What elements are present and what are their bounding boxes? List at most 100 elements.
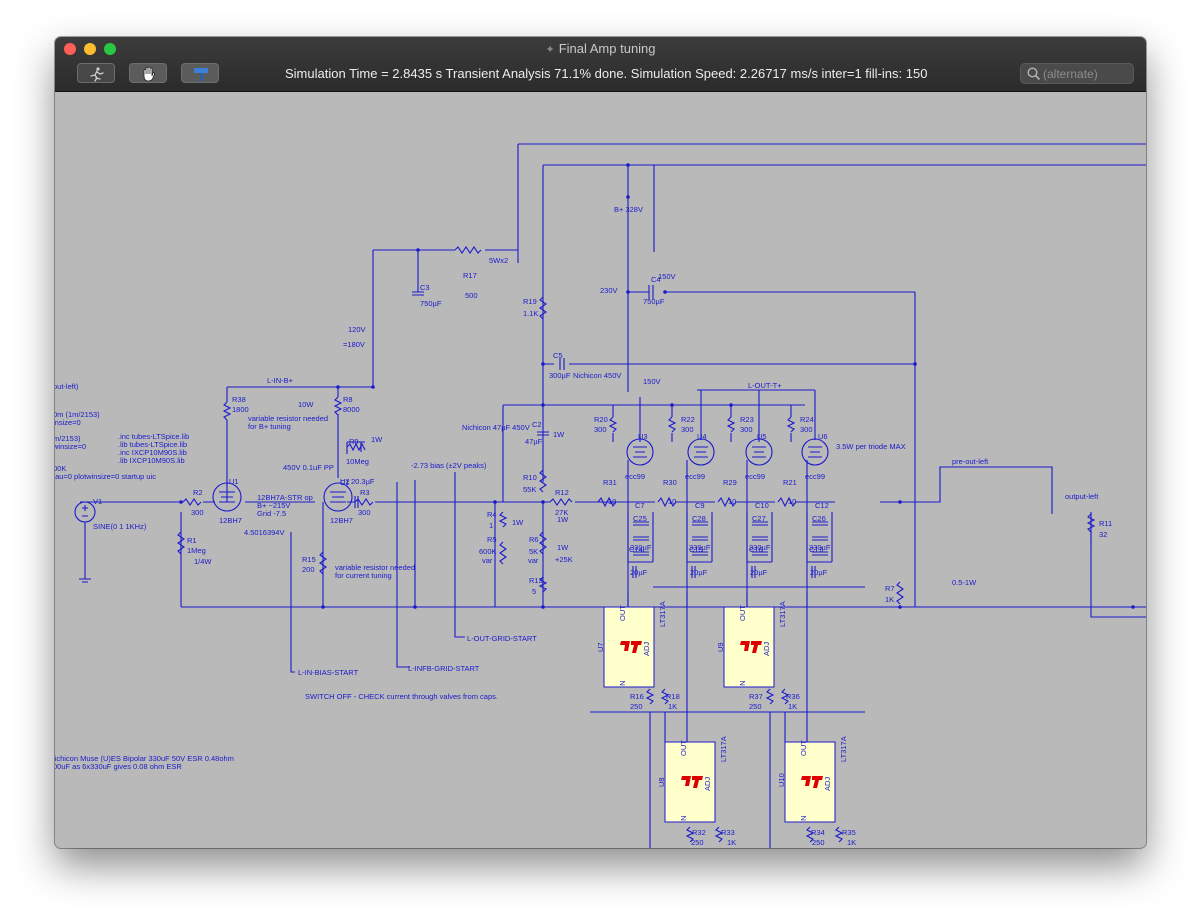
svg-text:450V 0.1uF PP: 450V 0.1uF PP	[283, 463, 334, 472]
svg-text:1Meg: 1Meg	[187, 546, 206, 555]
svg-text:250: 250	[812, 838, 825, 847]
probe-tool-button[interactable]	[181, 63, 219, 83]
svg-text:R13: R13	[529, 576, 543, 585]
tube-u3	[626, 438, 654, 466]
svg-text:U1: U1	[229, 477, 239, 486]
svg-text:lichicon Muse (U)ES Bipolar 33: lichicon Muse (U)ES Bipolar 330uF 50V ES…	[55, 754, 234, 763]
svg-text:LT317A: LT317A	[658, 601, 667, 627]
svg-text:5K: 5K	[529, 547, 538, 556]
svg-text:R1: R1	[187, 536, 197, 545]
schematic-canvas[interactable]: out-left) 0m (1m/2153) insize=0 m/2153) …	[55, 92, 1146, 848]
svg-text:ecc99: ecc99	[745, 472, 765, 481]
svg-text:ADJ: ADJ	[642, 642, 651, 656]
svg-text:L-OUT-T+: L-OUT-T+	[748, 381, 782, 390]
linear-tech-logo-icon	[620, 641, 823, 788]
resistor-r18	[660, 688, 670, 705]
svg-text:C1: C1	[340, 478, 350, 487]
search-input[interactable]	[1043, 66, 1129, 81]
svg-text:C27: C27	[752, 514, 766, 523]
zoom-window-button[interactable]	[104, 43, 116, 55]
svg-text:for current tuning: for current tuning	[335, 571, 392, 580]
halt-simulation-button[interactable]	[129, 63, 167, 83]
svg-text:230V: 230V	[600, 286, 618, 295]
resistor-r9	[346, 442, 366, 452]
svg-text:IN: IN	[799, 816, 808, 824]
svg-text:OUT: OUT	[738, 605, 747, 621]
svg-text:IN: IN	[738, 681, 747, 689]
svg-text:00K: 00K	[55, 464, 66, 473]
svg-text:R20: R20	[594, 415, 608, 424]
svg-text:R3: R3	[360, 488, 370, 497]
capacitor-c1	[354, 496, 359, 508]
run-simulation-button[interactable]	[77, 63, 115, 83]
svg-text:U3: U3	[638, 432, 648, 441]
resistor-r21	[777, 496, 797, 508]
svg-text:1W: 1W	[371, 435, 383, 444]
resistor-r19	[539, 296, 547, 320]
svg-text:C12: C12	[815, 501, 829, 510]
svg-text:OUT: OUT	[618, 605, 627, 621]
svg-text:750µF: 750µF	[643, 297, 665, 306]
svg-text:1: 1	[489, 521, 493, 530]
svg-text:SWITCH OFF - CHECK current thr: SWITCH OFF - CHECK current through valve…	[305, 692, 498, 701]
svg-text:R11: R11	[1099, 519, 1112, 528]
svg-text:300: 300	[358, 508, 371, 517]
resistor-r35	[834, 826, 844, 843]
hand-icon	[143, 66, 155, 82]
svg-text:1K: 1K	[668, 702, 677, 711]
simulation-status: Simulation Time = 2.8435 s Transient Ana…	[285, 66, 928, 81]
resistor-r13	[538, 576, 548, 593]
svg-text:C17: C17	[809, 545, 823, 554]
svg-text:C4: C4	[651, 275, 661, 284]
svg-text:L-IN-B+: L-IN-B+	[267, 376, 294, 385]
capacitors	[354, 285, 828, 578]
resistor-r10	[539, 469, 547, 493]
svg-text:1W: 1W	[553, 430, 565, 439]
minimize-window-button[interactable]	[84, 43, 96, 55]
svg-text:20µF: 20µF	[630, 568, 648, 577]
svg-text:250: 250	[749, 702, 762, 711]
svg-text:0.5-1W: 0.5-1W	[952, 578, 977, 587]
svg-text:R33: R33	[721, 828, 735, 837]
svg-text:1K: 1K	[788, 702, 797, 711]
svg-text:R22: R22	[681, 415, 695, 424]
svg-text:U6: U6	[818, 432, 828, 441]
svg-text:Nichicon 450V: Nichicon 450V	[573, 371, 621, 380]
svg-text:C15: C15	[689, 545, 703, 554]
svg-text:LT317A: LT317A	[719, 736, 728, 762]
search-box[interactable]	[1020, 63, 1134, 84]
svg-text:R32: R32	[692, 828, 706, 837]
svg-text:R9: R9	[349, 437, 359, 446]
svg-text:R19: R19	[523, 297, 537, 306]
svg-text:150V: 150V	[643, 377, 661, 386]
resistor-r30	[657, 496, 677, 508]
svg-text:300: 300	[800, 425, 813, 434]
svg-text:R24: R24	[800, 415, 814, 424]
resistor-r15	[319, 551, 327, 575]
svg-text:L-INFB-GRID-START: L-INFB-GRID-START	[408, 664, 480, 673]
svg-text:R34: R34	[811, 828, 825, 837]
resistor-r12	[549, 498, 573, 506]
svg-text:1/4W: 1/4W	[194, 557, 212, 566]
svg-text:1W: 1W	[557, 543, 569, 552]
resistor-r6	[539, 531, 547, 555]
resistor-r20	[608, 416, 618, 433]
svg-text:10: 10	[728, 497, 736, 506]
svg-text:winsize=0: winsize=0	[55, 442, 86, 451]
resistor-r24	[786, 416, 796, 433]
svg-text:500: 500	[465, 291, 478, 300]
resistor-r23	[726, 416, 736, 433]
svg-text:L-IN-BIAS-START: L-IN-BIAS-START	[298, 668, 359, 677]
schematic-document-icon: ✦	[545, 44, 555, 56]
svg-text:R4: R4	[487, 510, 497, 519]
svg-text:5: 5	[532, 587, 536, 596]
svg-text:Nichicon 47µF 450V: Nichicon 47µF 450V	[462, 423, 530, 432]
svg-text:R6: R6	[529, 535, 539, 544]
svg-text:5Wx2: 5Wx2	[489, 256, 508, 265]
close-window-button[interactable]	[64, 43, 76, 55]
svg-text:300: 300	[594, 425, 607, 434]
svg-text:R21: R21	[783, 478, 797, 487]
wires	[79, 143, 1146, 848]
svg-text:V1: V1	[93, 497, 102, 506]
svg-text:0m (1m/2153): 0m (1m/2153)	[55, 410, 100, 419]
